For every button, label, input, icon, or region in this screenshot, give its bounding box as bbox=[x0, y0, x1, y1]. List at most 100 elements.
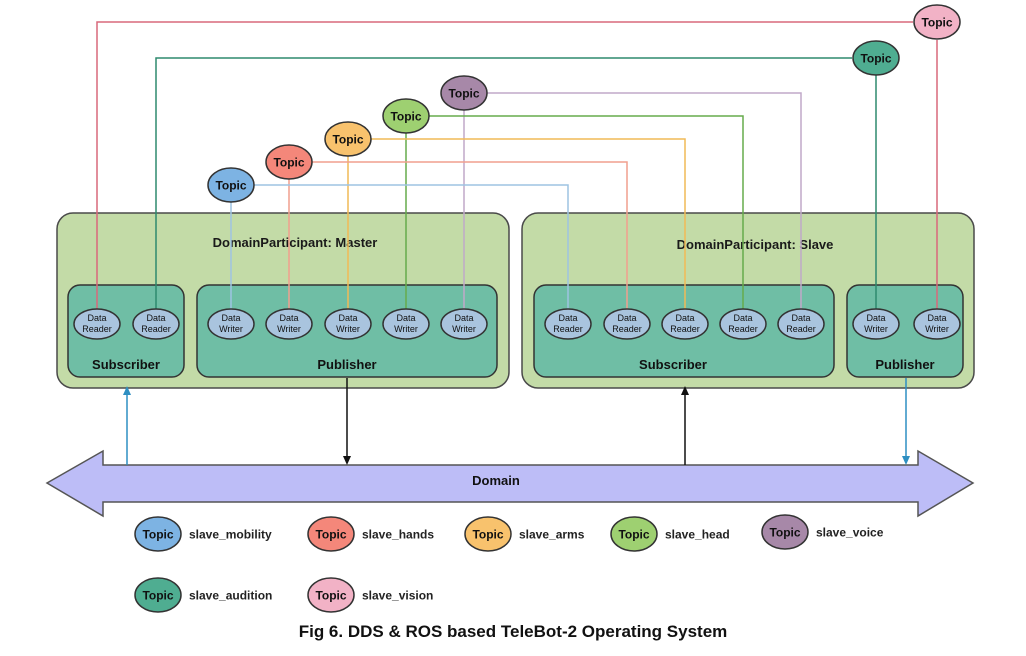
entity-label-line1: Data bbox=[558, 313, 577, 323]
entity-label-line1: Data bbox=[791, 313, 810, 323]
master-publisher-arrowhead bbox=[343, 456, 351, 465]
topic-node-label: Topic bbox=[921, 16, 952, 30]
legend-item-vision: Topic slave_vision bbox=[307, 577, 433, 613]
arms-topic-line bbox=[371, 138, 686, 313]
topic-node-audition: Topic bbox=[852, 40, 900, 76]
entity-label-line2: Writer bbox=[219, 324, 243, 334]
entity-label-line1: Data bbox=[454, 313, 473, 323]
legend-topic-label: Topic bbox=[618, 528, 649, 542]
topic-node-hands: Topic bbox=[265, 144, 313, 180]
entity-label-line2: Writer bbox=[864, 324, 888, 334]
topic-node-label: Topic bbox=[273, 156, 304, 170]
legend-topic-name: slave_mobility bbox=[189, 528, 272, 542]
legend-topic-name: slave_head bbox=[665, 528, 730, 542]
legend-item-hands: Topic slave_hands bbox=[307, 516, 434, 552]
legend-topic-label: Topic bbox=[472, 528, 503, 542]
legend-topic-label: Topic bbox=[142, 528, 173, 542]
entity-label-line2: Reader bbox=[670, 324, 700, 334]
topic-routing-lines bbox=[96, 21, 938, 313]
entity-label-line2: Writer bbox=[925, 324, 949, 334]
entity-label-line1: Data bbox=[146, 313, 165, 323]
topic-node-label: Topic bbox=[332, 133, 363, 147]
entity-label-line2: Reader bbox=[612, 324, 642, 334]
legend-topic-name: slave_vision bbox=[362, 589, 433, 603]
entity-label-line2: Writer bbox=[452, 324, 476, 334]
entity-label-line1: Data bbox=[279, 313, 298, 323]
topic-node-voice: Topic bbox=[440, 75, 488, 111]
legend-topic-name: slave_voice bbox=[816, 526, 884, 540]
entity-label-line2: Reader bbox=[786, 324, 816, 334]
vision-topic-line bbox=[96, 21, 913, 313]
legend-topic-label: Topic bbox=[142, 589, 173, 603]
entity-label-line1: Data bbox=[87, 313, 106, 323]
master-subscriber-label: Subscriber bbox=[92, 357, 160, 372]
entity-label-line2: Writer bbox=[336, 324, 360, 334]
slave-subscriber-label: Subscriber bbox=[639, 357, 707, 372]
hands-topic-line bbox=[312, 161, 628, 313]
legend-topic-name: slave_audition bbox=[189, 589, 272, 603]
topic-node-label: Topic bbox=[390, 110, 421, 124]
legend-topic-name: slave_arms bbox=[519, 528, 585, 542]
topic-node-head: Topic bbox=[382, 98, 430, 134]
entity-label-line2: Reader bbox=[553, 324, 583, 334]
entity-label-line2: Writer bbox=[277, 324, 301, 334]
slave-publisher-label: Publisher bbox=[875, 357, 934, 372]
domain-arrow bbox=[45, 449, 975, 518]
master-participant-title: DomainParticipant: Master bbox=[213, 235, 378, 250]
voice-topic-line bbox=[487, 92, 802, 313]
topic-node-label: Topic bbox=[448, 87, 479, 101]
master-publisher-label: Publisher bbox=[317, 357, 376, 372]
entity-label-line2: Reader bbox=[728, 324, 758, 334]
slave-subscriber-arrowhead bbox=[681, 386, 689, 395]
entity-label-line2: Reader bbox=[141, 324, 171, 334]
topic-node-label: Topic bbox=[860, 52, 891, 66]
topic-node-label: Topic bbox=[215, 179, 246, 193]
entity-label-line1: Data bbox=[733, 313, 752, 323]
legend-topic-label: Topic bbox=[315, 528, 346, 542]
dds-entities: DataReaderDataReaderDataWriterDataWriter… bbox=[73, 308, 961, 340]
entity-label-line1: Data bbox=[221, 313, 240, 323]
legend-item-arms: Topic slave_arms bbox=[464, 516, 585, 552]
legend-item-mobility: Topic slave_mobility bbox=[134, 516, 272, 552]
entity-label-line1: Data bbox=[617, 313, 636, 323]
slave-publisher-arrowhead bbox=[902, 456, 910, 465]
entity-label-line1: Data bbox=[396, 313, 415, 323]
master-subscriber-arrowhead bbox=[123, 386, 131, 395]
entity-label-line2: Reader bbox=[82, 324, 112, 334]
figure-caption: Fig 6. DDS & ROS based TeleBot-2 Operati… bbox=[298, 622, 728, 641]
legend-item-head: Topic slave_head bbox=[610, 516, 730, 552]
topic-node-arms: Topic bbox=[324, 121, 372, 157]
legend-topic-label: Topic bbox=[315, 589, 346, 603]
topic-node-mobility: Topic bbox=[207, 167, 255, 203]
entity-label-line1: Data bbox=[675, 313, 694, 323]
entity-label-line2: Writer bbox=[394, 324, 418, 334]
legend-item-audition: Topic slave_audition bbox=[134, 577, 272, 613]
dds-architecture-diagram: DomainParticipant: Master DomainParticip… bbox=[45, 4, 975, 613]
domain-label: Domain bbox=[472, 473, 520, 488]
entity-label-line1: Data bbox=[866, 313, 885, 323]
head-topic-line bbox=[429, 115, 744, 313]
topic-node-vision: Topic bbox=[913, 4, 961, 40]
mobility-topic-line bbox=[254, 184, 569, 313]
entity-label-line1: Data bbox=[927, 313, 946, 323]
entity-label-line1: Data bbox=[338, 313, 357, 323]
legend-topic-name: slave_hands bbox=[362, 528, 434, 542]
audition-topic-line bbox=[155, 57, 852, 313]
slave-participant-title: DomainParticipant: Slave bbox=[677, 237, 834, 252]
